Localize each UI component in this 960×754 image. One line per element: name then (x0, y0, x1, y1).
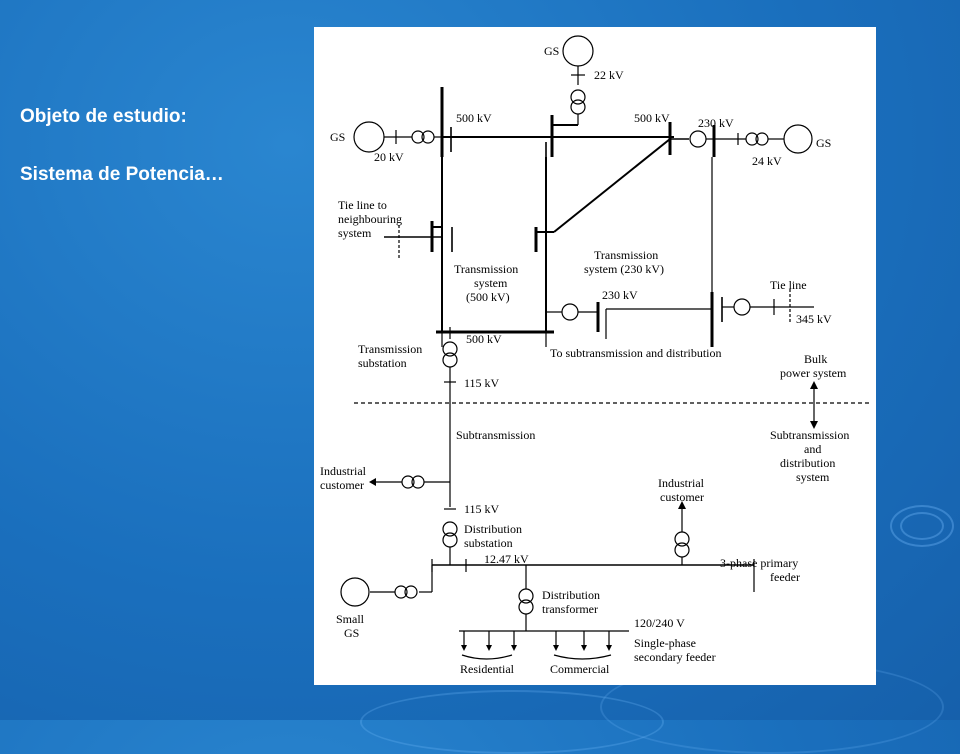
gs-left-transformer-icon (411, 130, 425, 144)
industrial-left-transformer-icon (411, 475, 425, 489)
gs-top-transformer-icon (570, 89, 586, 105)
label-sub-dist-2: and (804, 442, 821, 456)
autotransformer-right-icon (733, 298, 751, 316)
label-dist-substation-2: substation (464, 536, 513, 550)
label-trans-substation-2: substation (358, 356, 407, 370)
label-trans-sys-500-3: (500 kV) (466, 290, 510, 304)
label-dist-substation-1: Distribution (464, 522, 522, 536)
diagram-lines (340, 35, 870, 660)
label-sub-dist-1: Subtransmission (770, 428, 849, 442)
slide-heading: Objeto de estudio: (20, 106, 187, 127)
label-gs-right: GS (816, 136, 831, 150)
label-trans-substation-1: Transmission (358, 342, 422, 356)
label-sub-dist-4: system (796, 470, 830, 484)
label-1247kv: 12.47 kV (484, 552, 529, 566)
distribution-substation-icon (442, 521, 458, 537)
diagram-labels: GS 22 kV GS 20 kV 500 kV 500 kV 230 kV G… (320, 44, 849, 676)
water-ripple-decoration (900, 512, 944, 540)
gs-right-transformer-icon (745, 132, 759, 146)
label-24kv: 24 kV (752, 154, 782, 168)
label-commercial: Commercial (550, 662, 610, 676)
label-bulk-1: Bulk (804, 352, 827, 366)
label-residential: Residential (460, 662, 515, 676)
label-dist-transformer-1: Distribution (542, 588, 600, 602)
slide-subheading: Sistema de Potencia… (20, 164, 224, 185)
commercial-brace (553, 654, 612, 660)
label-small-gs-2: GS (344, 626, 359, 640)
label-dist-transformer-2: transformer (542, 602, 598, 616)
label-system: system (338, 226, 372, 240)
label-neighbouring: neighbouring (338, 212, 402, 226)
label-trans-sys-500-1: Transmission (454, 262, 518, 276)
label-tie-line-to: Tie line to (338, 198, 387, 212)
label-secondary-feeder-1: Single-phase (634, 636, 696, 650)
label-bulk-2: power system (780, 366, 847, 380)
distribution-transformer-icon (518, 588, 534, 604)
small-gs-generator-icon (340, 577, 370, 607)
label-subtransmission: Subtransmission (456, 428, 535, 442)
label-industrial-right-2: customer (660, 490, 704, 504)
label-230kv-mid: 230 kV (602, 288, 638, 302)
industrial-right-transformer-icon (674, 542, 690, 558)
label-industrial-left-2: customer (320, 478, 364, 492)
label-trans-sys-230-1: Transmission (594, 248, 658, 262)
label-120-240v: 120/240 V (634, 616, 685, 630)
label-gs-left: GS (330, 130, 345, 144)
water-ripple-decoration (890, 505, 954, 547)
label-tie-line: Tie line (770, 278, 807, 292)
label-500kv-right: 500 kV (634, 111, 670, 125)
label-trans-sys-500-2: system (474, 276, 508, 290)
power-system-diagram: GS 22 kV GS 20 kV 500 kV 500 kV 230 kV G… (314, 27, 876, 685)
label-22kv: 22 kV (594, 68, 624, 82)
gs-left-generator-icon (353, 121, 385, 153)
label-primary-feeder-2: feeder (770, 570, 800, 584)
residential-brace (461, 654, 513, 660)
label-sub-dist-3: distribution (780, 456, 835, 470)
one-line-diagram-svg: GS 22 kV GS 20 kV 500 kV 500 kV 230 kV G… (320, 35, 870, 676)
small-gs-transformer-icon (404, 585, 418, 599)
label-345kv: 345 kV (796, 312, 832, 326)
label-500kv-bottom: 500 kV (466, 332, 502, 346)
label-115kv-b: 115 kV (464, 502, 500, 516)
label-small-gs-1: Small (336, 612, 365, 626)
label-20kv: 20 kV (374, 150, 404, 164)
gs-right-generator-icon (783, 124, 813, 154)
label-industrial-right-1: Industrial (658, 476, 705, 490)
arrowheads (369, 381, 818, 651)
autotransformer-top-icon (689, 130, 707, 148)
autotransformer-mid-icon (561, 303, 579, 321)
label-115kv-a: 115 kV (464, 376, 500, 390)
label-230kv-top: 230 kV (698, 116, 734, 130)
label-500kv-left: 500 kV (456, 111, 492, 125)
label-to-subtrans: To subtransmission and distribution (550, 346, 722, 360)
label-primary-feeder-1: 3-phase primary (720, 556, 798, 570)
gs-top-generator-icon (562, 35, 594, 67)
label-trans-sys-230-2: system (230 kV) (584, 262, 664, 276)
label-secondary-feeder-2: secondary feeder (634, 650, 716, 664)
transmission-substation-icon (442, 341, 458, 357)
label-industrial-left-1: Industrial (320, 464, 367, 478)
label-gs-top: GS (544, 44, 559, 58)
